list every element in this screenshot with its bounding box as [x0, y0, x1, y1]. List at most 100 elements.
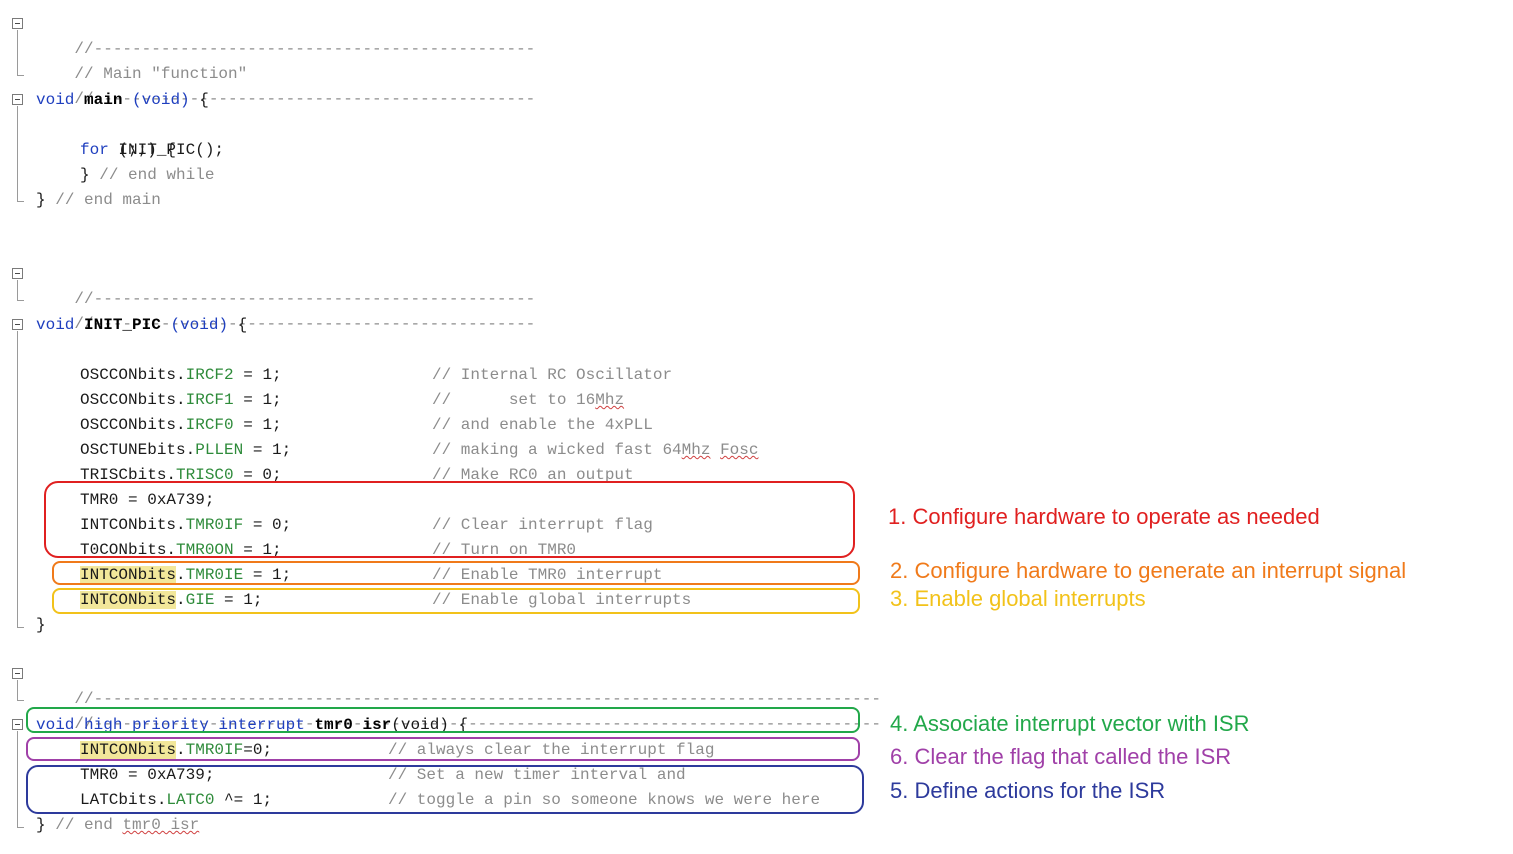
annotation-box-clear-flag	[26, 737, 860, 761]
statement: (;;) {	[118, 141, 177, 159]
comment: // toggle a pin so someone knows we were…	[388, 791, 821, 809]
keyword: void	[36, 91, 75, 109]
comment: // Make RC0 an output	[432, 466, 634, 484]
code-line: } // end main	[36, 188, 161, 213]
code-line: OSCTUNEbits.PLLEN = 1;	[80, 438, 291, 463]
register-name: OSCTUNEbits.	[80, 441, 196, 459]
code-comment: // making a wicked fast 64Mhz Fosc	[432, 438, 758, 463]
annotation-label-1: 1. Configure hardware to operate as need…	[888, 504, 1320, 529]
code-comment: // and enable the 4xPLL	[432, 413, 653, 438]
highlighted-register: INTCONbits	[80, 741, 177, 759]
fold-guide-line	[17, 331, 18, 627]
code-line: //--------------------------------------…	[36, 287, 535, 333]
statement: TMR0 = 0xA739;	[80, 766, 215, 784]
fold-end-marker	[17, 201, 24, 202]
annotation-box-global-interrupts	[52, 588, 860, 614]
annotation-label-4: 4. Associate interrupt vector with ISR	[890, 711, 1250, 736]
fold-collapse-icon[interactable]	[12, 268, 23, 279]
assignment: = 1;	[233, 391, 282, 409]
brace: {	[199, 91, 209, 109]
code-line: TRISCbits.TRISC0 = 0;	[80, 463, 282, 488]
keyword: for	[80, 141, 109, 159]
assignment: = 1;	[243, 566, 292, 584]
assignment: = 1;	[233, 541, 282, 559]
highlighted-register: INTCONbits	[80, 566, 177, 584]
register-name: OSCCONbits.	[80, 416, 186, 434]
code-line: TMR0 = 0xA739;	[80, 763, 214, 788]
comment: // always clear the interrupt flag	[388, 741, 715, 759]
fold-guide-line	[17, 280, 18, 300]
spellcheck-word: Mhz	[595, 391, 625, 409]
code-comment: // Enable TMR0 interrupt	[432, 563, 662, 588]
brace: {	[237, 316, 248, 334]
code-line: //--------------------------------------…	[36, 12, 535, 58]
fold-collapse-icon[interactable]	[12, 94, 23, 105]
register-name: OSCCONbits.	[80, 366, 186, 384]
fold-collapse-icon[interactable]	[12, 319, 23, 330]
annotation-box-interrupt-vector	[26, 707, 860, 733]
code-line: OSCCONbits.IRCF0 = 1;	[80, 413, 282, 438]
code-comment: // Clear interrupt flag	[432, 513, 653, 538]
register-name: INTCONbits.	[80, 516, 186, 534]
code-line: OSCCONbits.IRCF2 = 1;	[80, 363, 282, 388]
register-name: T0CONbits.	[80, 541, 177, 559]
comment-separator: //--------------------------------------…	[74, 40, 536, 58]
code-line: } // end while	[80, 163, 214, 188]
brace: }	[36, 816, 46, 834]
statement: INIT_PIC();	[118, 141, 225, 159]
comment-separator: //--------------------------------------…	[74, 90, 536, 108]
code-line: INIT_PIC();	[80, 113, 224, 159]
code-line: //--------------------------------------…	[36, 62, 535, 108]
comment: // Set a new timer interval and	[388, 766, 686, 784]
code-line: TMR0 = 0xA739;	[80, 488, 214, 513]
comment: // end main	[55, 191, 161, 209]
comment-separator: //--------------------------------------…	[74, 315, 536, 333]
fold-guide-line	[17, 680, 18, 700]
code-comment: // toggle a pin so someone knows we were…	[388, 788, 820, 813]
annotation-label-2: 2. Configure hardware to generate an int…	[890, 558, 1407, 583]
fold-end-marker	[17, 75, 24, 76]
fold-end-marker	[17, 627, 24, 628]
fold-guide-line	[17, 106, 18, 201]
comment-separator: //--------------------------------------…	[74, 690, 881, 708]
function-name: tmr0	[314, 716, 353, 734]
keyword: void high priority interrupt	[36, 716, 305, 734]
comment	[710, 441, 720, 459]
fold-collapse-icon[interactable]	[12, 719, 23, 730]
register-field: LATC0	[166, 791, 215, 809]
code-line: INTCONbits.GIE = 1;	[80, 588, 262, 613]
fold-collapse-icon[interactable]	[12, 18, 23, 29]
spellcheck-word: Mhz	[681, 441, 711, 459]
assignment: = 1;	[243, 441, 292, 459]
dot: .	[176, 741, 186, 759]
param-list: (void)	[170, 316, 229, 334]
comment: // end while	[99, 166, 215, 184]
comment: // Enable global interrupts	[432, 591, 692, 609]
code-comment: // Make RC0 an output	[432, 463, 634, 488]
comment: // end	[55, 816, 123, 834]
fold-end-marker	[17, 700, 24, 701]
fold-collapse-icon[interactable]	[12, 668, 23, 679]
code-comment: // Internal RC Oscillator	[432, 363, 672, 388]
register-field: IRCF2	[185, 366, 234, 384]
assignment: = 1;	[233, 366, 282, 384]
register-field: TMR0ON	[176, 541, 234, 559]
spellcheck-word: tmr0 isr	[122, 816, 200, 834]
code-line: // Main "function"	[36, 37, 247, 83]
comment: // Enable TMR0 interrupt	[432, 566, 663, 584]
fold-guide-line	[17, 30, 18, 75]
annotation-label-3: 3. Enable global interrupts	[890, 586, 1146, 611]
code-line: for (;;) {	[80, 138, 176, 163]
code-line: INTCONbits.TMR0IF = 0;	[80, 513, 291, 538]
param-list: (void)	[132, 91, 190, 109]
comment: // and enable the 4xPLL	[432, 416, 653, 434]
brace: }	[36, 191, 46, 209]
spellcheck-word: Fosc	[720, 441, 759, 459]
annotation-label-6: 6. Clear the flag that called the ISR	[890, 744, 1232, 769]
comment: // Internal RC Oscillator	[432, 366, 673, 384]
code-line: LATCbits.LATC0 ^= 1;	[80, 788, 272, 813]
register-name: LATCbits.	[80, 791, 167, 809]
code-line: //--------------------------------------…	[36, 687, 881, 733]
code-line: //--------------------------------------…	[36, 662, 881, 708]
